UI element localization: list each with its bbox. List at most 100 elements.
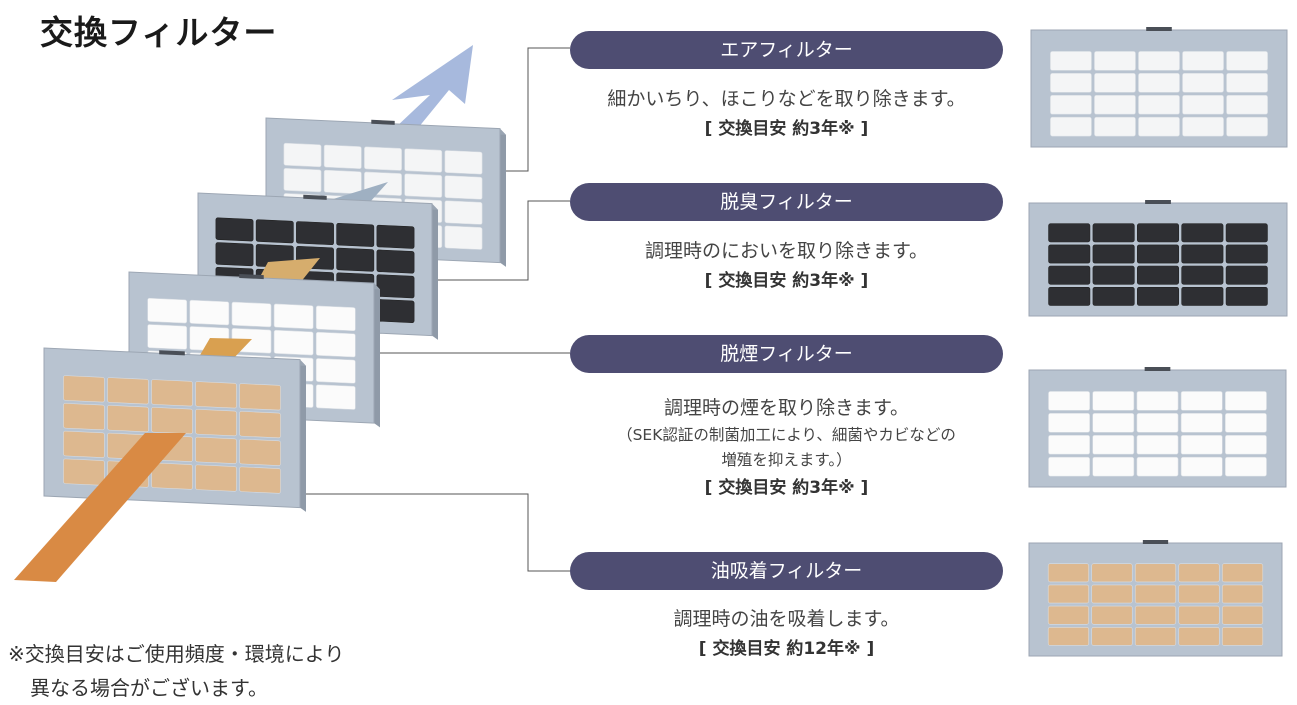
filter-cell (63, 458, 105, 486)
filter-cell (1225, 223, 1268, 243)
handle (159, 350, 185, 356)
inflow-arrow-icon (14, 433, 186, 582)
filter-cell (1094, 73, 1136, 93)
filter-cell (296, 221, 334, 246)
footnote-line: ※交換目安はご使用頻度・環境により (8, 642, 345, 666)
replacement-term: [ 交換目安 約3年※ ] (704, 271, 869, 291)
filter-cell (195, 464, 237, 492)
description: 調理時のにおいを取り除きます。 (644, 240, 929, 262)
filter-cell (364, 146, 402, 171)
handle (239, 274, 264, 280)
filter-cell (404, 173, 443, 198)
filter-cell (63, 375, 105, 403)
filter-cell (1221, 626, 1264, 646)
filter-cell (1182, 51, 1224, 71)
filter-cell (323, 169, 362, 195)
replacement-term: [ 交換目安 約12年※ ] (698, 639, 875, 659)
filter-cell (1136, 413, 1179, 433)
filter-cell (315, 358, 356, 384)
description: 調理時の煙を取り除きます。 (663, 397, 910, 419)
replacement-term: [ 交換目安 約3年※ ] (704, 119, 869, 139)
frame-side (500, 128, 506, 267)
handle (1146, 27, 1172, 31)
filter-cell (444, 175, 483, 200)
filter-cell (1181, 286, 1224, 306)
filter-cell (1221, 563, 1264, 583)
filter-cell (1182, 73, 1224, 93)
filter-cell (1050, 116, 1092, 137)
note: 増殖を抑えます。） (721, 451, 852, 469)
filter-cell (1134, 626, 1177, 646)
filter-cell (151, 379, 193, 407)
filter-cell (444, 150, 483, 175)
filter-cell (1221, 605, 1264, 625)
filter-cell (1050, 94, 1092, 115)
handle (1145, 200, 1171, 204)
description: 調理時の油を吸着します。 (673, 608, 900, 630)
filter-cell (1178, 563, 1220, 583)
filter-cell (1225, 286, 1268, 306)
filter-cell (1091, 626, 1133, 646)
filter-cell (1092, 265, 1135, 285)
frame-side (374, 283, 380, 428)
filter-cell (1092, 434, 1135, 455)
filter-cell (1226, 94, 1268, 115)
frame-side (300, 359, 306, 512)
filter-label-smoke: 脱煙フィルター (570, 335, 1003, 373)
filter-cell (1050, 51, 1092, 71)
filter-cell (1048, 434, 1090, 455)
filter-cell (1137, 286, 1179, 306)
filter-photo-oil (1028, 540, 1283, 657)
filter-cell (1180, 391, 1223, 411)
filter-cell (1138, 73, 1180, 93)
filter-cell (1047, 584, 1090, 604)
handle (1142, 540, 1169, 544)
filter-cell (107, 405, 149, 433)
filter-desc-oil: 調理時の油を吸着します。 [ 交換目安 約12年※ ] (560, 604, 1013, 664)
filter-cell (1091, 563, 1133, 583)
filter-cell (273, 303, 314, 330)
filter-cell (1050, 73, 1092, 93)
filter-cell (1047, 605, 1090, 625)
filter-cell (1094, 116, 1136, 137)
filter-cell (315, 384, 356, 410)
filter-cell (1048, 244, 1091, 264)
filter-cell (1136, 456, 1179, 477)
filter-cell (1092, 286, 1135, 306)
filter-cell (1137, 265, 1179, 285)
filter-cell (189, 299, 230, 326)
filter-cell (404, 148, 443, 173)
filter-cell (1136, 434, 1179, 455)
handle (303, 194, 327, 200)
filter-cell (444, 200, 483, 225)
filter-cell (1225, 413, 1267, 433)
outflow-arrow-icon (392, 45, 473, 128)
filter-cell (1092, 223, 1135, 243)
filter-cell (63, 403, 105, 431)
filter-cell (151, 407, 193, 435)
replacement-term: [ 交換目安 約3年※ ] (704, 478, 869, 498)
filter-cell (1048, 265, 1091, 285)
filter-cell (1182, 94, 1224, 115)
exploded-oil-filter (43, 347, 306, 512)
filter-cell (1091, 584, 1133, 604)
filter-cell (1137, 223, 1179, 243)
filter-cell (1225, 244, 1268, 264)
filter-cell (1048, 413, 1090, 433)
filter-cell (1180, 434, 1223, 455)
filter-cell (1047, 626, 1090, 646)
filter-photo-deodor (1028, 200, 1288, 317)
filter-desc-air: 細かいちり、ほこりなどを取り除きます。 [ 交換目安 約3年※ ] (560, 84, 1013, 144)
filter-cell (255, 219, 294, 244)
filter-label-oil: 油吸着フィルター (570, 552, 1003, 590)
filter-cell (107, 377, 149, 405)
filter-cell (239, 383, 281, 411)
handle (1144, 367, 1171, 371)
filter-cell (1180, 456, 1223, 477)
filter-cell (283, 168, 322, 193)
filter-desc-smoke: 調理時の煙を取り除きます。 （SEK認証の制菌加工により、細菌やカビなどの 増殖… (560, 393, 1013, 503)
note: （SEK認証の制菌加工により、細菌やカビなどの (617, 426, 956, 444)
filter-cell (444, 225, 483, 250)
filter-cell (1092, 244, 1135, 264)
